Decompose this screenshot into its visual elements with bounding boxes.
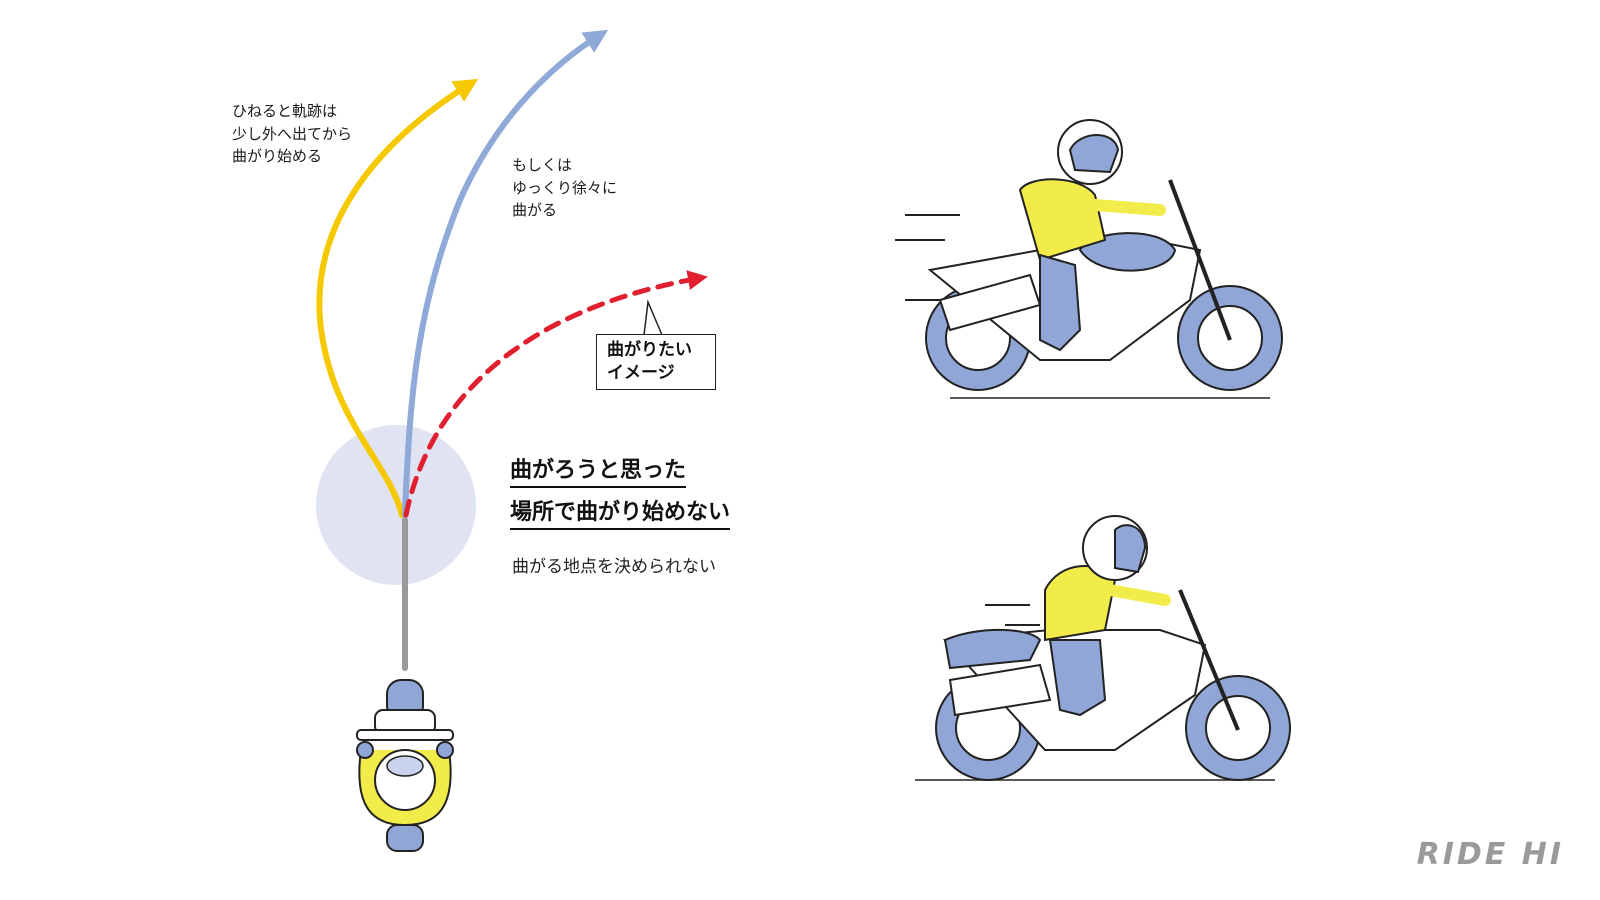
motorcycle-leaning (915, 515, 1291, 781)
blue-path (402, 29, 609, 518)
top-view-rider (356, 679, 454, 852)
headline: 曲がろうと思った 場所で曲がり始めない (510, 452, 731, 536)
red-path (403, 270, 708, 518)
motorcycle-upright (895, 119, 1283, 399)
blue-path-label: もしくは ゆっくり徐々に 曲がる (512, 156, 618, 219)
ridehi-logo: RIDE HI (1416, 837, 1564, 872)
subline: 曲がる地点を決められない (512, 557, 716, 577)
yellow-path-label: ひねると軌跡は 少し外へ出てから 曲がり始める (232, 102, 353, 165)
intended-turn-callout: 曲がりたい イメージ (596, 334, 716, 390)
callout-tail (643, 299, 663, 336)
yellow-path (316, 78, 479, 518)
